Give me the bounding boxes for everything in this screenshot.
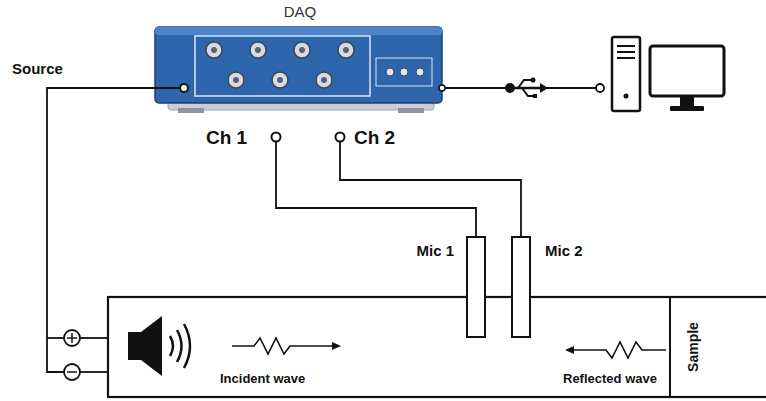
device-foot: [178, 108, 204, 113]
device-panel-top: [155, 27, 442, 35]
device-foot: [398, 108, 424, 113]
wave-label: Incident wave: [220, 371, 305, 386]
device-panel: [155, 27, 442, 103]
usb-symbol: [505, 78, 548, 99]
sample: Sample: [671, 298, 766, 396]
signal-cable: [340, 142, 521, 236]
small-ports: [386, 68, 424, 76]
bnc-connectors: [206, 42, 354, 88]
sample-face: [669, 297, 671, 397]
speaker-terminals: [64, 330, 108, 380]
reflected-wave-arrow: [565, 342, 666, 358]
wave-label: Reflected wave: [563, 371, 657, 386]
device-frame: [195, 36, 370, 96]
node-label: Sample: [685, 322, 701, 372]
node-label: Mic 2: [545, 242, 583, 259]
bnc-centers: [211, 47, 349, 83]
channel-terminal: [336, 133, 345, 142]
speaker-symbol: [128, 316, 190, 376]
device-frame: [376, 58, 432, 86]
source-wire: [47, 337, 64, 339]
node-label: DAQ: [284, 3, 317, 20]
microphone: Mic 2: [511, 236, 531, 338]
computer-icon: [612, 37, 724, 111]
node-label: Mic 1: [416, 242, 454, 259]
signal-cable: [276, 142, 476, 236]
usb-terminal: [596, 84, 604, 92]
usb-port: [439, 85, 445, 91]
channel-terminal: [272, 133, 281, 142]
channel-label: Ch 2: [354, 127, 395, 149]
channel-label: Ch 1: [206, 127, 247, 149]
microphone: Mic 1: [466, 236, 486, 338]
source-terminal: [180, 84, 188, 92]
impedance-tube: [108, 297, 766, 397]
incident-wave-arrow: [232, 338, 341, 354]
source-label: Source: [12, 60, 63, 77]
daq-device: DAQ: [150, 0, 450, 142]
